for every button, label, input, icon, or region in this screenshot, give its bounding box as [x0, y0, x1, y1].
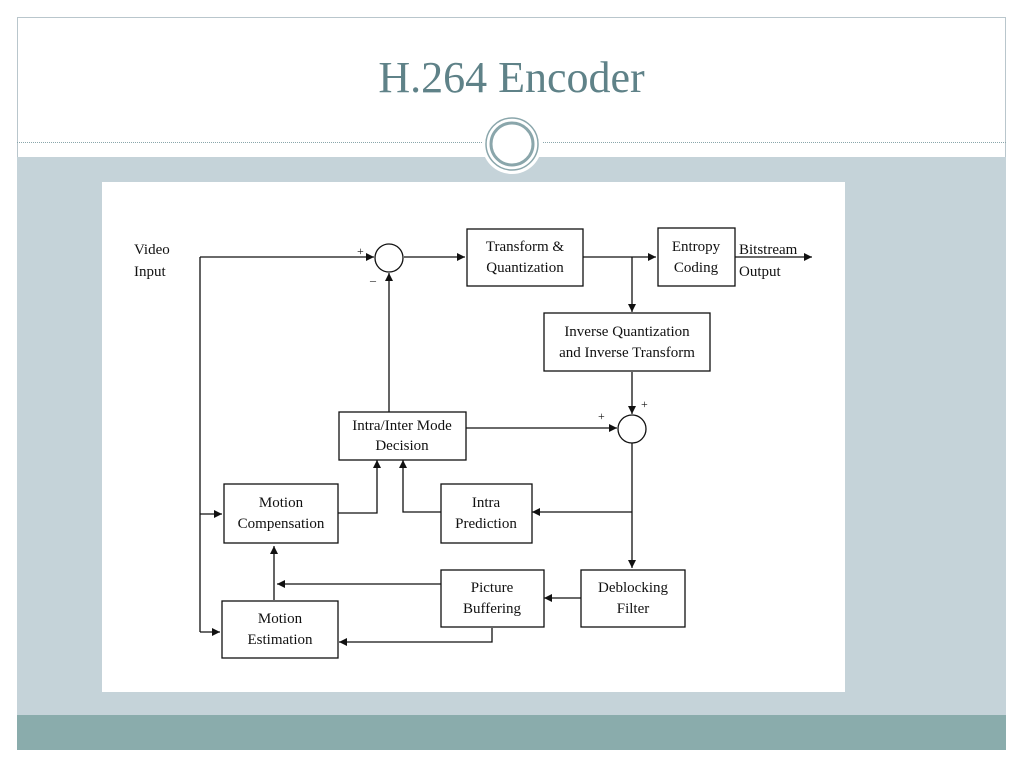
motion-compensation-line2: Compensation — [238, 516, 325, 532]
picture-buffering-line1: Picture — [471, 580, 514, 596]
summing-junction-1 — [374, 243, 404, 273]
sum1-minus-sign: – — [369, 273, 377, 287]
entropy-coding-line2: Coding — [674, 260, 719, 276]
inverse-quant-line2: and Inverse Transform — [559, 345, 695, 361]
sum2-plus-left-sign: + — [598, 409, 605, 423]
block-picture-buffering: Picture Buffering — [440, 569, 545, 628]
transform-quantization-line2: Quantization — [486, 260, 564, 276]
video-input-label-line1: Video — [134, 242, 170, 258]
picture-buffering-line2: Buffering — [463, 601, 522, 617]
circle-ornament-icon — [482, 114, 542, 174]
connectors — [199, 253, 812, 646]
slide-title: H.264 Encoder — [378, 53, 645, 102]
block-mode-decision: Intra/Inter Mode Decision — [338, 411, 467, 461]
motion-estimation-line1: Motion — [258, 611, 303, 627]
sum1-plus-sign: + — [357, 244, 364, 258]
block-deblocking-filter: Deblocking Filter — [580, 569, 686, 628]
mode-decision-line2: Decision — [375, 438, 429, 454]
bitstream-output-label-line2: Output — [739, 264, 782, 280]
bitstream-output-label-line1: Bitstream — [739, 242, 798, 258]
footer-band — [17, 715, 1006, 750]
block-intra-prediction: Intra Prediction — [440, 483, 533, 544]
entropy-coding-line1: Entropy — [672, 239, 721, 255]
deblocking-filter-line2: Filter — [617, 601, 650, 617]
mode-decision-line1: Intra/Inter Mode — [352, 418, 452, 434]
summing-junction-2 — [617, 414, 647, 444]
transform-quantization-line1: Transform & — [486, 239, 565, 255]
block-entropy-coding: Entropy Coding — [657, 227, 736, 287]
intra-prediction-line1: Intra — [472, 495, 501, 511]
block-transform-quantization: Transform & Quantization — [466, 228, 584, 287]
block-motion-estimation: Motion Estimation — [221, 600, 339, 659]
deblocking-filter-line1: Deblocking — [598, 580, 668, 596]
intra-prediction-line2: Prediction — [455, 516, 517, 532]
block-inverse-quantization-transform: Inverse Quantization and Inverse Transfo… — [543, 312, 711, 372]
inverse-quant-line1: Inverse Quantization — [564, 324, 690, 340]
block-motion-compensation: Motion Compensation — [223, 483, 339, 544]
motion-estimation-line2: Estimation — [248, 632, 313, 648]
video-input-label-line2: Input — [134, 264, 166, 280]
sum2-plus-top-sign: + — [641, 397, 648, 411]
motion-compensation-line1: Motion — [259, 495, 304, 511]
encoder-block-diagram: + – + + Video Input Bitstream Output Tra… — [134, 227, 812, 659]
